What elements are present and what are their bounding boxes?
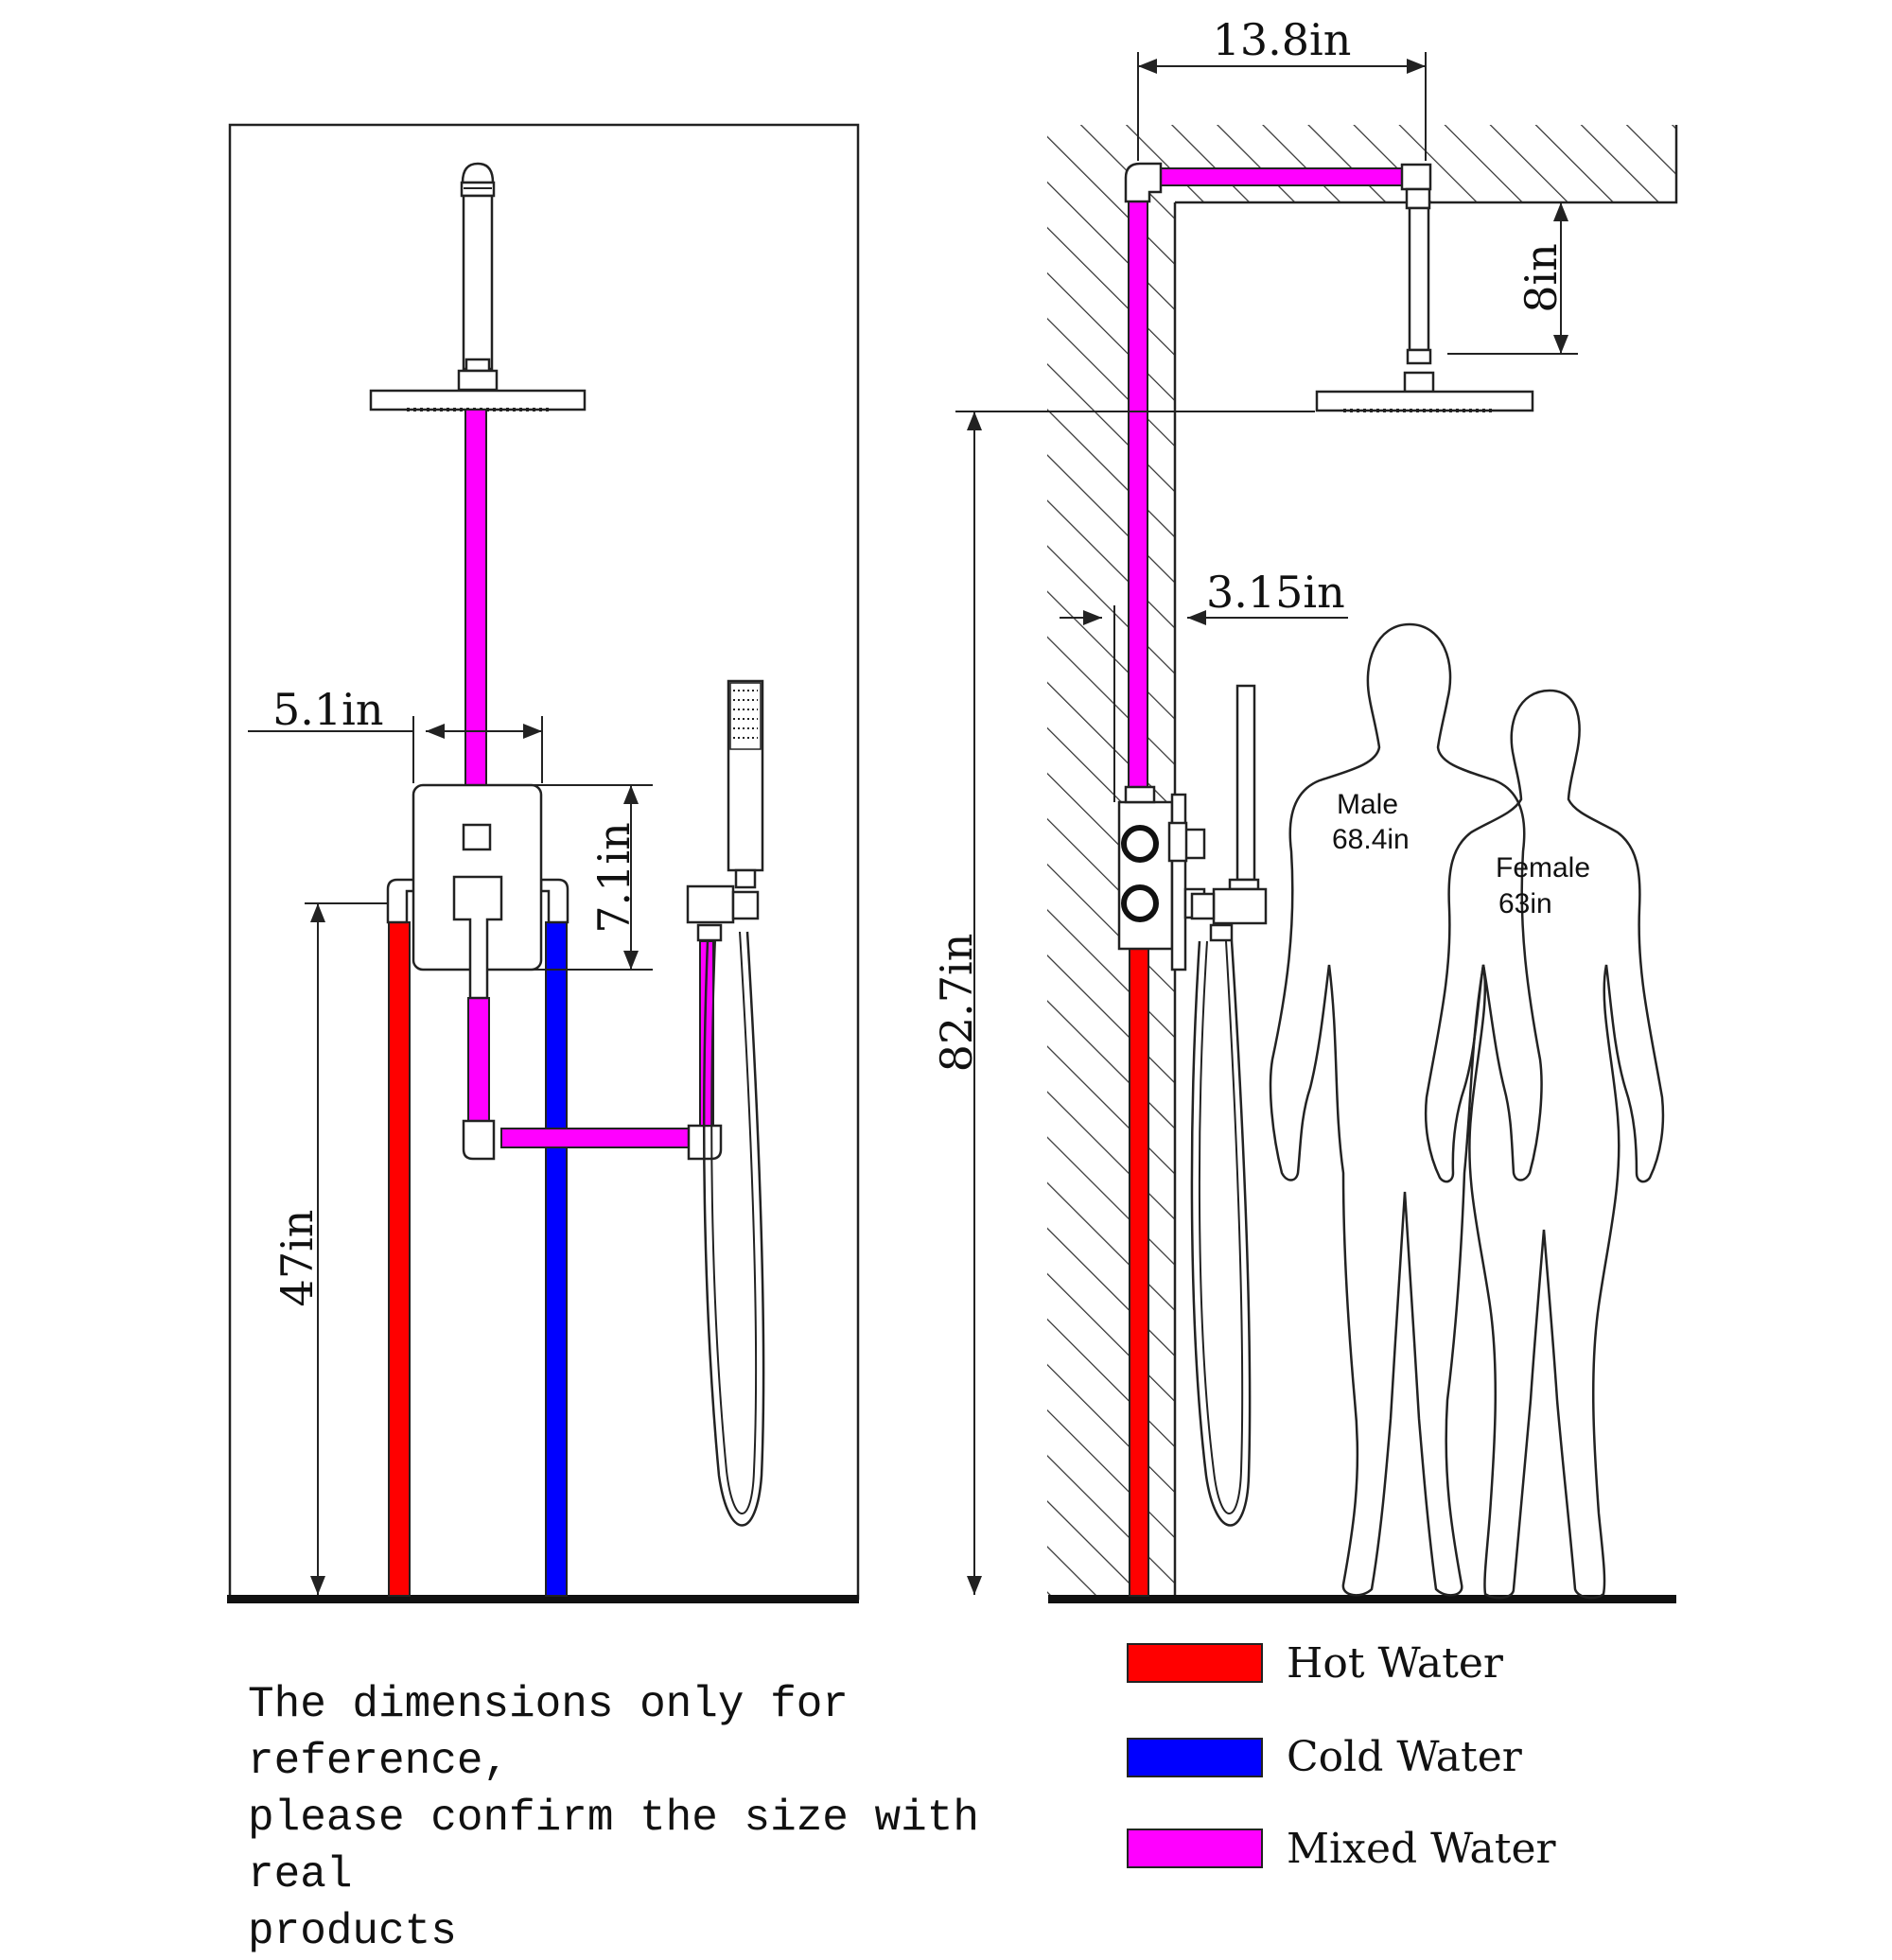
front-hot-water-pipe xyxy=(388,921,411,1597)
side-dim-head-height: 82.7in xyxy=(931,934,982,1073)
front-shower-arm xyxy=(457,162,499,392)
male-label: Male xyxy=(1337,789,1398,820)
front-rain-shower-head xyxy=(369,389,587,411)
side-valve-body xyxy=(1117,785,1206,971)
side-mixed-pipe-vertical xyxy=(1128,200,1148,788)
front-dim-valve-height: 7.1in xyxy=(588,822,639,934)
front-dim-valve-height-line xyxy=(530,784,653,971)
shower-installation-diagram: 5.1in 7.1in 47in xyxy=(227,14,1678,1873)
legend-label-hot: Hot Water xyxy=(1287,1639,1504,1688)
legend: Hot Water Cold Water Mixed Water xyxy=(1127,1639,1556,1873)
legend-swatch-hot xyxy=(1127,1643,1263,1683)
male-silhouette xyxy=(1269,622,1543,1597)
side-shower-arm xyxy=(1403,187,1435,394)
reference-note-line-1: The dimensions only for reference, xyxy=(248,1680,849,1786)
front-bottom-elbow-left xyxy=(462,1119,496,1161)
front-dim-width-line xyxy=(248,716,543,783)
side-shower-hose xyxy=(1190,940,1252,1527)
front-view: 5.1in 7.1in 47in xyxy=(227,123,860,1603)
legend-swatch-cold xyxy=(1127,1738,1263,1777)
side-dim-wall-depth: 3.15in xyxy=(1206,567,1345,618)
front-shower-hose xyxy=(702,931,765,1527)
front-valve-handle xyxy=(452,875,503,1000)
front-hand-shower xyxy=(727,679,764,889)
side-view: 13.8in 8in 3.15in 82.7in Male 68.4in Fem… xyxy=(931,14,1678,1603)
side-dim-drop-line xyxy=(1447,202,1578,355)
side-dim-drop: 8in xyxy=(1515,243,1567,313)
male-height: 68.4in xyxy=(1332,824,1410,855)
legend-label-cold: Cold Water xyxy=(1287,1733,1523,1781)
female-label: Female xyxy=(1496,852,1590,884)
reference-note: The dimensions only for reference, pleas… xyxy=(248,1676,1099,1960)
front-diverter-knob xyxy=(462,823,492,851)
female-silhouette xyxy=(1424,689,1665,1600)
reference-note-line-2: please confirm the size with real xyxy=(248,1794,979,1899)
legend-label-mixed: Mixed Water xyxy=(1287,1825,1556,1873)
front-cold-water-pipe xyxy=(545,921,568,1597)
side-ceiling-elbow-left xyxy=(1124,162,1163,203)
side-mixed-pipe-ceiling xyxy=(1160,167,1403,186)
front-cold-inlet-elbow xyxy=(539,878,569,924)
side-hot-water-pipe xyxy=(1129,921,1149,1597)
front-hot-inlet-elbow xyxy=(386,878,416,924)
side-dim-arm-length: 13.8in xyxy=(1213,14,1352,65)
female-height: 63in xyxy=(1498,888,1552,919)
side-hand-shower xyxy=(1190,684,1268,942)
side-dim-arm-length-line xyxy=(1137,52,1427,161)
front-hand-shower-holder xyxy=(686,884,760,942)
reference-note-line-3: products xyxy=(248,1907,457,1956)
front-mixed-pipe-horizontal xyxy=(500,1128,692,1148)
side-floor xyxy=(1048,1595,1676,1603)
side-dim-head-height-line xyxy=(955,411,1315,1595)
legend-swatch-mixed xyxy=(1127,1829,1263,1868)
front-dim-inlet-height: 47in xyxy=(272,1210,323,1307)
side-rain-shower-head xyxy=(1315,390,1534,412)
front-mixed-pipe-down xyxy=(467,997,490,1122)
front-dim-inlet-height-line xyxy=(305,902,388,1595)
front-dim-width: 5.1in xyxy=(272,684,384,735)
side-dim-wall-depth-line xyxy=(1060,605,1348,802)
side-ceiling-elbow-right xyxy=(1400,163,1432,191)
front-floor xyxy=(227,1595,859,1603)
